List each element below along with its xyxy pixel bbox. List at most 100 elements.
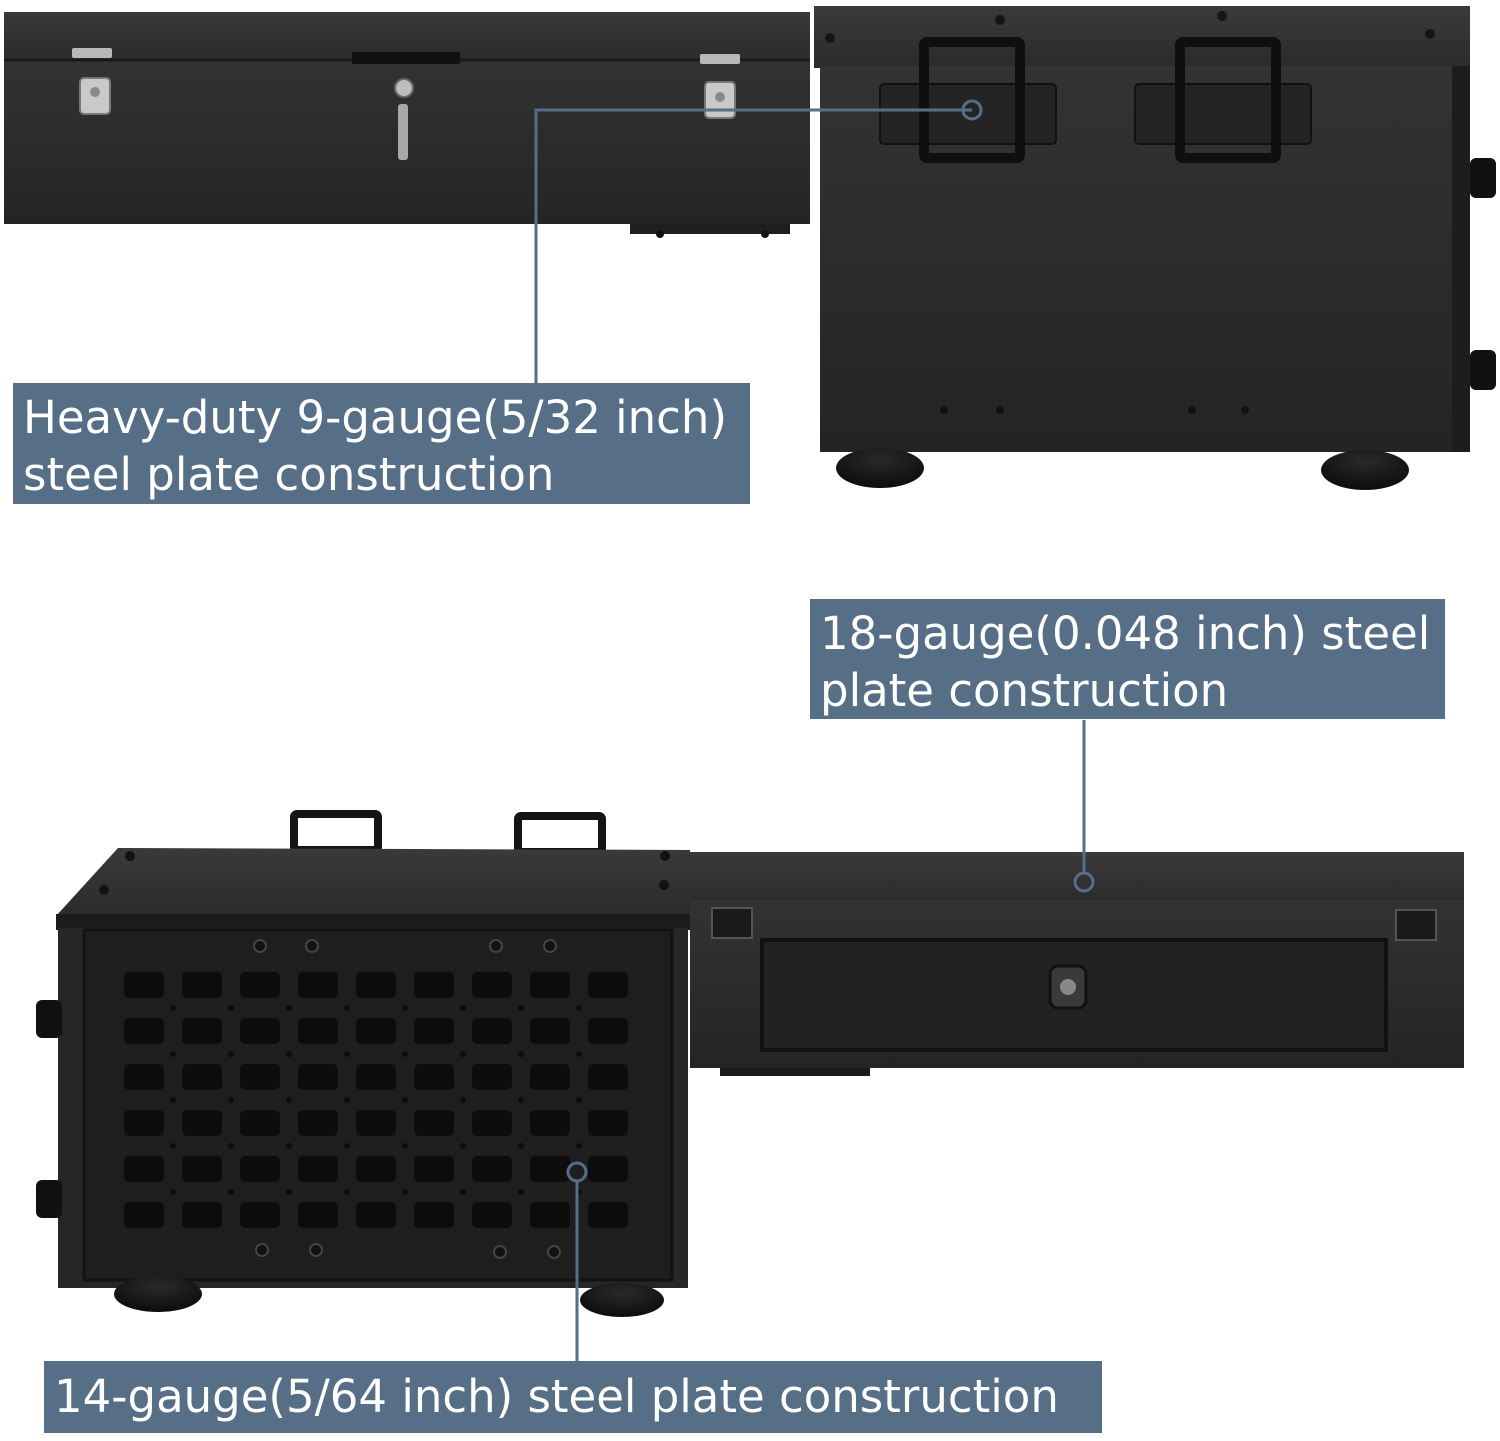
vent-dot: [460, 1097, 466, 1103]
screw-icon: [305, 939, 319, 953]
screw-icon: [489, 939, 503, 953]
vent-slot: [240, 1202, 280, 1228]
vent-dot: [344, 1051, 350, 1057]
screw-icon: [309, 1243, 323, 1257]
vent-slot: [414, 972, 454, 998]
vent-dot: [170, 1097, 176, 1103]
vent-slot: [124, 1110, 164, 1136]
bottom-console-assembly: [36, 810, 1464, 1317]
combination-lock-icon: [1048, 964, 1088, 1010]
vent-slot: [472, 1202, 512, 1228]
vent-slot: [124, 972, 164, 998]
vent-slot: [472, 1064, 512, 1090]
vent-dot: [228, 1189, 234, 1195]
vent-slot: [124, 1018, 164, 1044]
bottom-cube-box: [36, 848, 690, 1288]
vent-slot: [588, 1018, 628, 1044]
callout-18-gauge-line2: plate construction: [820, 664, 1229, 717]
vent-slot: [182, 1156, 222, 1182]
vent-dot: [576, 1097, 582, 1103]
vent-dot: [576, 1051, 582, 1057]
vent-dot: [460, 1051, 466, 1057]
mount-bracket-icon: [879, 37, 1312, 163]
vent-slot: [356, 1064, 396, 1090]
callout-9-gauge-line2: steel plate construction: [23, 448, 555, 501]
callout-14-gauge: 14-gauge(5/64 inch) steel plate construc…: [44, 1361, 1102, 1433]
screw-icon: [493, 1245, 507, 1259]
vent-dot: [460, 1005, 466, 1011]
vent-dot: [286, 1005, 292, 1011]
vent-slot: [356, 1018, 396, 1044]
vent-slot: [414, 1018, 454, 1044]
vent-slot: [240, 1064, 280, 1090]
vent-dot: [228, 1051, 234, 1057]
foot-icon: [836, 448, 924, 488]
vent-slot: [588, 1202, 628, 1228]
foot-icon: [580, 1283, 664, 1317]
vent-dot: [228, 1097, 234, 1103]
vent-dot: [518, 1005, 524, 1011]
vent-dot: [402, 1005, 408, 1011]
vent-dot: [518, 1143, 524, 1149]
vent-dot: [170, 1051, 176, 1057]
vent-slot: [356, 1156, 396, 1182]
vent-slot: [298, 1202, 338, 1228]
vent-dot: [518, 1051, 524, 1057]
vent-dot: [286, 1143, 292, 1149]
vent-slot: [356, 1110, 396, 1136]
vent-slot: [182, 972, 222, 998]
vent-slot: [530, 1110, 570, 1136]
vent-dot: [228, 1143, 234, 1149]
vent-slot: [530, 1156, 570, 1182]
screw-icon: [253, 939, 267, 953]
vent-slot: [472, 972, 512, 998]
vent-slot: [124, 1156, 164, 1182]
vent-slot: [182, 1110, 222, 1136]
vent-dot: [576, 1005, 582, 1011]
vent-slot: [298, 1018, 338, 1044]
vent-dot: [460, 1189, 466, 1195]
vent-slot: [356, 972, 396, 998]
vent-dot: [170, 1189, 176, 1195]
vent-slot: [240, 972, 280, 998]
vent-slot: [414, 1110, 454, 1136]
leader-line-mid: [1073, 720, 1095, 893]
vent-slot: [588, 972, 628, 998]
vent-slot: [588, 1064, 628, 1090]
vent-slot: [530, 1018, 570, 1044]
vent-slot: [472, 1110, 512, 1136]
vent-slot: [414, 1156, 454, 1182]
top-cube-box: [814, 6, 1496, 452]
vent-dot: [286, 1097, 292, 1103]
leader-line-bottom: [566, 1161, 588, 1361]
vent-slot: [588, 1156, 628, 1182]
vent-slot: [182, 1202, 222, 1228]
vent-slot: [530, 1064, 570, 1090]
vent-dot: [344, 1097, 350, 1103]
vent-slot: [124, 1202, 164, 1228]
vent-slot: [124, 1064, 164, 1090]
screw-icon: [543, 939, 557, 953]
vent-dot: [228, 1005, 234, 1011]
vent-dot: [402, 1189, 408, 1195]
key-lock-icon: [394, 78, 414, 160]
right-latch-icon: [700, 54, 740, 119]
vent-dot: [402, 1051, 408, 1057]
vent-slot: [298, 1156, 338, 1182]
callout-14-gauge-line1: 14-gauge(5/64 inch) steel plate construc…: [54, 1370, 1059, 1423]
vent-dot: [286, 1189, 292, 1195]
vent-slot: [356, 1202, 396, 1228]
callout-9-gauge: Heavy-duty 9-gauge(5/32 inch) steel plat…: [13, 383, 750, 504]
vent-slot: [414, 1202, 454, 1228]
vent-slot: [530, 972, 570, 998]
vent-dot: [402, 1097, 408, 1103]
leader-line-top: [534, 99, 983, 384]
vent-dot: [344, 1005, 350, 1011]
vent-slot: [298, 972, 338, 998]
left-latch-icon: [72, 48, 112, 115]
vent-slot: [472, 1156, 512, 1182]
vent-dot: [576, 1143, 582, 1149]
vent-dot: [170, 1005, 176, 1011]
vent-dot: [344, 1143, 350, 1149]
vent-slot: [240, 1110, 280, 1136]
